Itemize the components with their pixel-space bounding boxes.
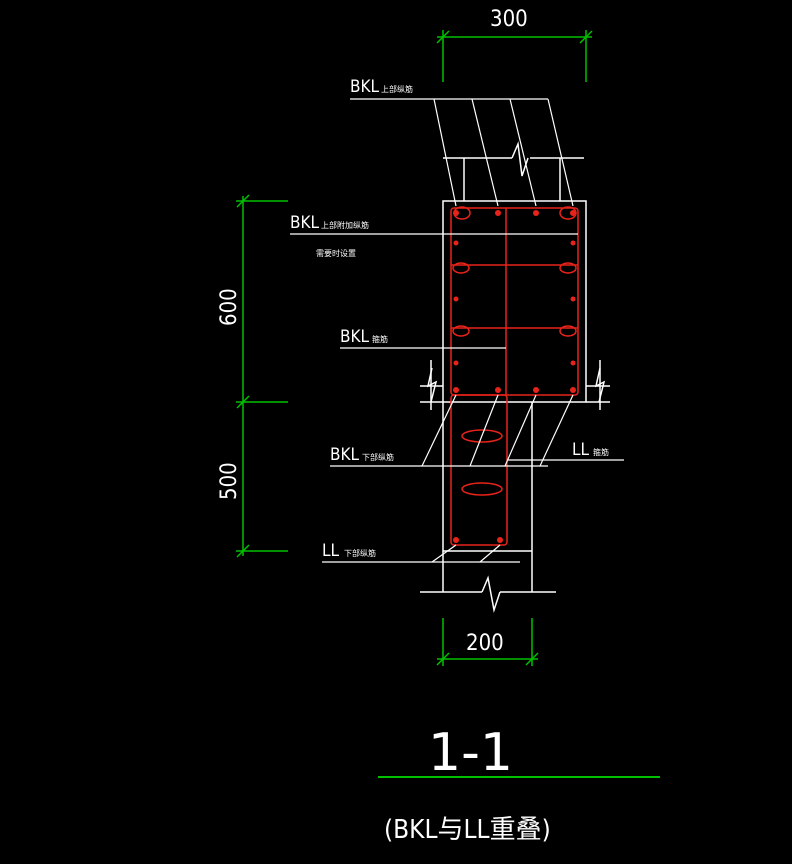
svg-text:LL: LL bbox=[572, 440, 590, 460]
rebar-cage bbox=[450, 206, 579, 546]
svg-text:下部纵筋: 下部纵筋 bbox=[362, 452, 394, 462]
label-bkl-top-main: BKL 上部纵筋 bbox=[350, 77, 413, 97]
dim-top-width bbox=[436, 30, 593, 82]
svg-text:需要时设置: 需要时设置 bbox=[316, 248, 356, 258]
svg-text:下部纵筋: 下部纵筋 bbox=[344, 548, 376, 558]
dim-left-heights bbox=[236, 194, 288, 558]
label-bkl-bottom: BKL 下部纵筋 bbox=[330, 445, 394, 465]
svg-text:BKL: BKL bbox=[290, 213, 320, 233]
svg-text:BKL: BKL bbox=[340, 327, 370, 347]
label-ll-bottom: LL 下部纵筋 bbox=[322, 541, 376, 561]
section-subtitle: (BKL与LL重叠) bbox=[384, 815, 551, 845]
dim-lower-height-text: 500 bbox=[217, 462, 242, 500]
svg-text:LL: LL bbox=[322, 541, 340, 561]
svg-text:上部附加纵筋: 上部附加纵筋 bbox=[321, 220, 369, 230]
svg-text:箍筋: 箍筋 bbox=[372, 334, 388, 344]
dim-upper-height-text: 600 bbox=[217, 288, 242, 326]
svg-text:上部纵筋: 上部纵筋 bbox=[381, 84, 413, 94]
svg-text:箍筋: 箍筋 bbox=[593, 447, 609, 457]
leader-lines bbox=[290, 98, 624, 563]
rebar-bars bbox=[453, 210, 576, 543]
concrete-outline bbox=[420, 141, 610, 613]
dim-bottom-width-text: 200 bbox=[466, 631, 504, 656]
label-bkl-stirrup: BKL 箍筋 bbox=[340, 327, 388, 347]
dim-top-width-text: 300 bbox=[490, 7, 528, 32]
section-title: 1-1 bbox=[428, 723, 513, 783]
label-ll-stirrup: LL 箍筋 bbox=[572, 440, 609, 460]
label-bkl-top-extra: BKL 上部附加纵筋 需要时设置 bbox=[290, 213, 369, 258]
svg-text:BKL: BKL bbox=[350, 77, 380, 97]
svg-text:BKL: BKL bbox=[330, 445, 360, 465]
dim-bottom-width bbox=[436, 618, 539, 666]
